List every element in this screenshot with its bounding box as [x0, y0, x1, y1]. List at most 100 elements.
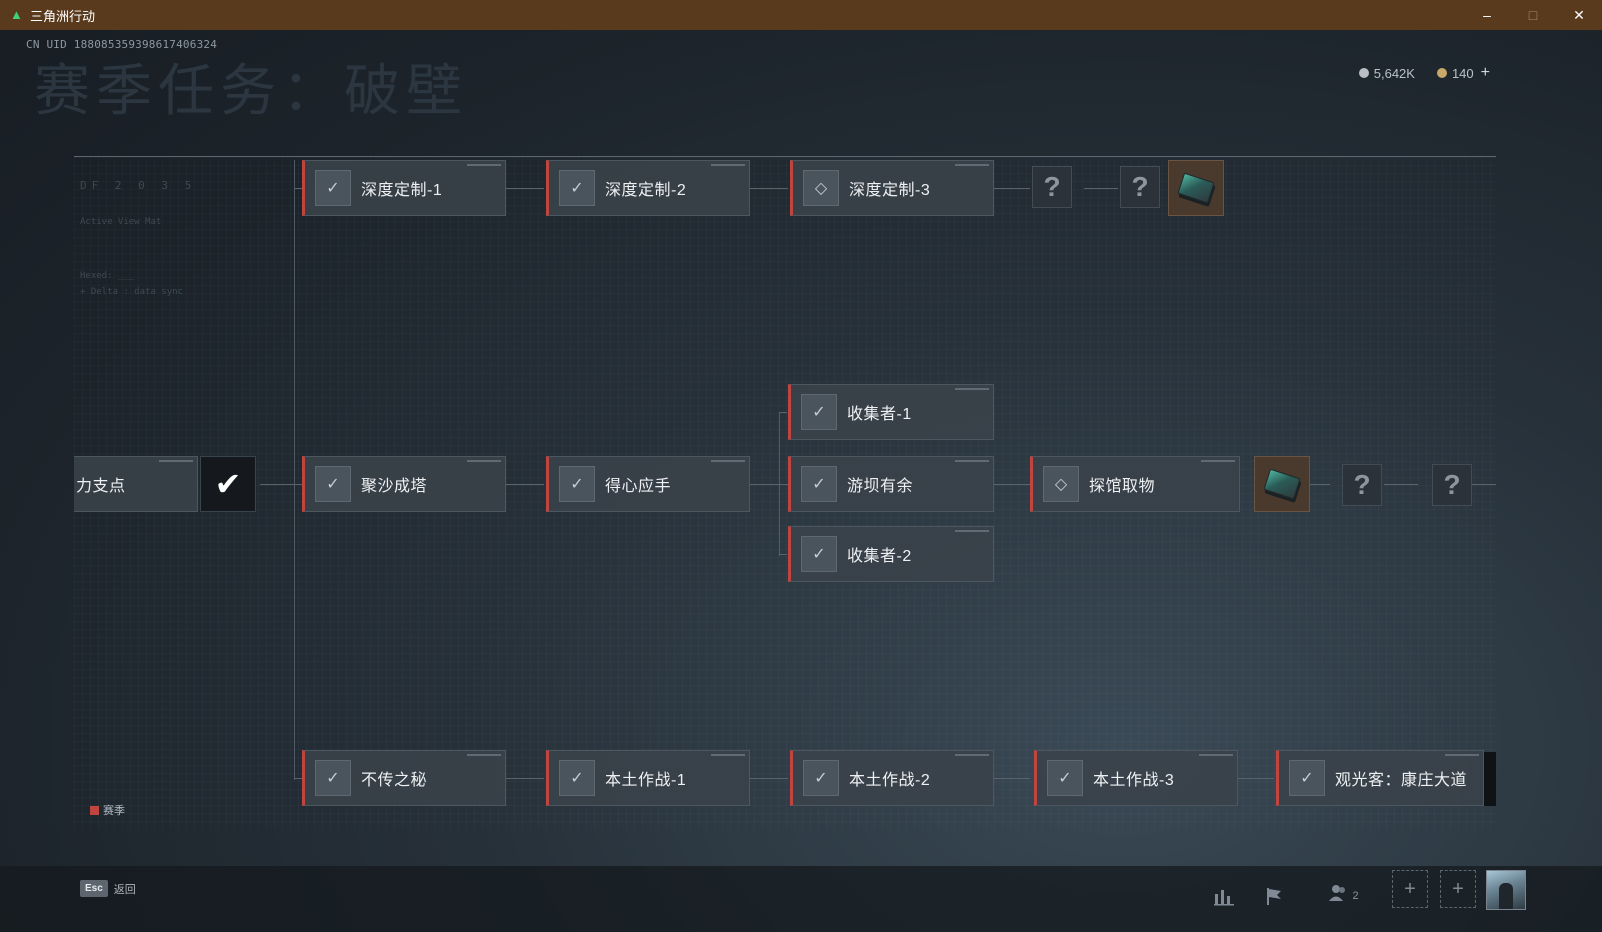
card-corner-deco: [159, 460, 193, 462]
connector: [294, 188, 302, 189]
task-label: 收集者-1: [847, 406, 912, 423]
task-label: 游坝有余: [847, 478, 914, 495]
minimize-button[interactable]: –: [1483, 7, 1491, 23]
unknown-task-box[interactable]: ?: [1432, 464, 1472, 506]
medal-check-icon: ✓: [801, 466, 837, 502]
task-card-collector-2[interactable]: ✓ 收集者-2: [788, 526, 994, 582]
gold-currency[interactable]: 140 +: [1436, 64, 1490, 82]
flag-icon[interactable]: [1256, 878, 1292, 914]
diamond-arrow-icon: ◇: [1043, 466, 1079, 502]
connector: [994, 188, 1030, 189]
scroll-right-edge[interactable]: [1484, 752, 1496, 806]
card-corner-deco: [467, 754, 501, 756]
connector: [260, 484, 302, 485]
task-card-home-battle-1[interactable]: ✓ 本土作战-1: [546, 750, 750, 806]
task-card-collector-1[interactable]: ✓ 收集者-1: [788, 384, 994, 440]
task-card-dam-surplus[interactable]: ✓ 游坝有余: [788, 456, 994, 512]
squad-count: 2: [1352, 890, 1359, 902]
task-label: 聚沙成塔: [361, 478, 428, 495]
card-corner-deco: [711, 460, 745, 462]
gold-coin-icon: [1436, 68, 1447, 78]
connector: [750, 778, 788, 779]
add-currency-button[interactable]: +: [1480, 64, 1490, 81]
task-card-deep-custom-3[interactable]: ◇ 深度定制-3: [790, 160, 994, 216]
maximize-button[interactable]: □: [1528, 7, 1538, 23]
empty-slot-1[interactable]: +: [1392, 870, 1428, 908]
crate-icon: [1177, 172, 1215, 204]
connector: [506, 778, 544, 779]
card-corner-deco: [955, 460, 989, 462]
esc-key: Esc: [80, 880, 108, 897]
back-button[interactable]: Esc 返回: [80, 880, 136, 897]
connector: [750, 484, 788, 485]
task-card-deep-custom-1[interactable]: ✓ 深度定制-1: [302, 160, 506, 216]
connector: [1384, 484, 1418, 485]
window-controls: – □ ✕: [1464, 0, 1602, 30]
deco-line-3: + Delta : data sync: [80, 287, 183, 297]
medal-check-icon: ✓: [315, 760, 351, 796]
task-label: 探馆取物: [1089, 478, 1156, 495]
currency-bar: 5,642K 140 +: [1358, 64, 1490, 82]
deco-line-2: Hexed: ___: [80, 271, 135, 281]
connector: [994, 484, 1030, 485]
task-label: 观光客：康庄大道: [1335, 772, 1468, 789]
card-corner-deco: [467, 164, 501, 166]
trunk-line: [294, 160, 295, 780]
connector: [506, 484, 544, 485]
crate-icon: [1263, 468, 1301, 500]
connector: [1472, 484, 1496, 485]
legend-label: 赛季: [103, 805, 125, 817]
card-corner-deco: [955, 754, 989, 756]
card-corner-deco: [467, 460, 501, 462]
task-card-home-battle-2[interactable]: ✓ 本土作战-2: [790, 750, 994, 806]
card-corner-deco: [955, 164, 989, 166]
task-card-tourist-avenue[interactable]: ✓ 观光客：康庄大道: [1276, 750, 1484, 806]
task-card-home-battle-3[interactable]: ✓ 本土作战-3: [1034, 750, 1238, 806]
connector: [779, 554, 787, 555]
card-corner-deco: [955, 388, 989, 390]
unknown-task-box[interactable]: ?: [1120, 166, 1160, 208]
connector: [1084, 188, 1118, 189]
task-card-deep-custom-2[interactable]: ✓ 深度定制-2: [546, 160, 750, 216]
task-card-secret[interactable]: ✓ 不传之秘: [302, 750, 506, 806]
task-label: 不传之秘: [361, 772, 428, 789]
completed-check-box[interactable]: ✔: [200, 456, 256, 512]
task-card-start[interactable]: 力支点: [74, 456, 198, 512]
diamond-arrow-icon: ◇: [803, 170, 839, 206]
medal-check-icon: ✓: [559, 170, 595, 206]
medal-check-icon: ✓: [315, 466, 351, 502]
task-label: 深度定制-2: [605, 182, 687, 199]
squad-button[interactable]: 2: [1318, 878, 1368, 914]
player-avatar[interactable]: [1486, 870, 1526, 910]
window-title: 三角洲行动: [30, 8, 96, 24]
connector: [1296, 484, 1330, 485]
task-card-handy[interactable]: ✓ 得心应手: [546, 456, 750, 512]
player-uid: CN UID 18808535939861740632​4: [26, 38, 218, 51]
delta-logo-icon: ▲: [10, 7, 23, 22]
connector: [1238, 778, 1274, 779]
medal-check-icon: ✓: [803, 760, 839, 796]
task-label: 收集者-2: [847, 548, 912, 565]
medal-check-icon: ✓: [1289, 760, 1325, 796]
reward-crate-box[interactable]: [1168, 160, 1224, 216]
empty-slot-2[interactable]: +: [1440, 870, 1476, 908]
card-corner-deco: [1445, 754, 1479, 756]
avatar-figure: [1499, 883, 1513, 909]
deco-line-1: Active View Mat: [80, 217, 162, 227]
legend: 赛季: [90, 802, 125, 818]
task-label: 深度定制-3: [849, 182, 931, 199]
task-label: 本土作战-3: [1093, 772, 1175, 789]
unknown-task-box[interactable]: ?: [1032, 166, 1072, 208]
reward-crate-box[interactable]: [1254, 456, 1310, 512]
stats-chart-icon[interactable]: [1206, 878, 1242, 914]
legend-swatch: [90, 805, 99, 815]
task-label: 深度定制-1: [361, 182, 443, 199]
close-button[interactable]: ✕: [1573, 6, 1585, 23]
task-card-sand-tower[interactable]: ✓ 聚沙成塔: [302, 456, 506, 512]
card-corner-deco: [1199, 754, 1233, 756]
unknown-task-box[interactable]: ?: [1342, 464, 1382, 506]
task-card-museum-retrieve[interactable]: ◇ 探馆取物: [1030, 456, 1240, 512]
task-label: 本土作战-2: [849, 772, 931, 789]
gold-amount: 140: [1451, 65, 1474, 81]
task-label: 本土作战-1: [605, 772, 687, 789]
